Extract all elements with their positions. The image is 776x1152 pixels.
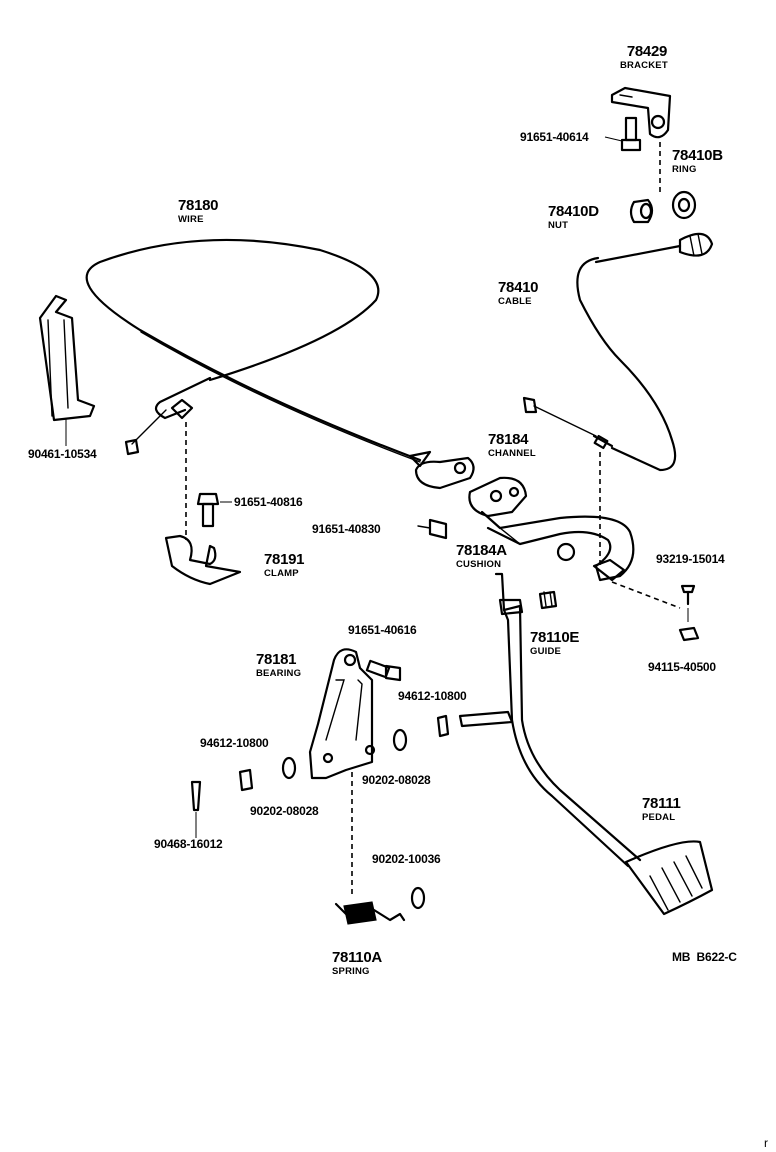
label-93219-15014: 93219-15014: [656, 552, 725, 566]
washer-10800-r-drawing: [436, 714, 450, 738]
part-number: 78191: [264, 551, 305, 568]
bracket-drawing: [610, 86, 672, 139]
bolt-40614-drawing: [604, 116, 642, 152]
label-91651-40816: 91651-40816: [234, 495, 303, 509]
label-78111-pedal: 78111 PEDAL: [642, 796, 681, 823]
label-78110e-guide: 78110E GUIDE: [530, 630, 579, 657]
part-number: 78181: [256, 651, 297, 668]
washer-10036-drawing: [410, 886, 426, 910]
part-name: CHANNEL: [488, 448, 536, 459]
part-number: 78184: [488, 431, 529, 448]
guide-drawing: [538, 590, 558, 610]
label-90461-10534: 90461-10534: [28, 447, 97, 461]
corner-mark: r: [764, 1136, 768, 1150]
label-78110a-spring: 78110A SPRING: [332, 950, 382, 977]
clamp-drawing: [164, 534, 242, 586]
part-number: 78429: [626, 43, 668, 60]
bolt-40816-drawing: [196, 492, 232, 528]
label-78191-clamp: 78191 CLAMP: [264, 551, 305, 579]
label-91651-40830: 91651-40830: [312, 522, 381, 536]
label-94612-10800-right: 94612-10800: [398, 689, 467, 703]
figure-code: MB B622-C: [672, 950, 737, 964]
part-number: 78410B: [672, 147, 723, 164]
part-number: 78110E: [530, 629, 580, 646]
part-name: RING: [672, 164, 697, 175]
holder-10534-drawing: [38, 294, 96, 446]
label-91651-40616: 91651-40616: [348, 623, 417, 637]
part-number: 78110A: [332, 949, 382, 966]
dash-channel-pin: [611, 581, 681, 609]
part-name: PEDAL: [642, 812, 676, 823]
label-90202-08028-left: 90202-08028: [250, 804, 319, 818]
nut-drawing: [629, 198, 654, 224]
pin-15014-drawing: [680, 584, 696, 606]
washer-08028-r-drawing: [392, 728, 408, 752]
label-78429-bracket: 78429 BRACKET: [620, 43, 668, 71]
label-78410b-ring: 78410B RING: [672, 148, 723, 175]
spring-drawing: [334, 901, 406, 925]
label-78184a-cushion: 78184A CUSHION: [456, 543, 507, 570]
part-number: 78184A: [456, 542, 507, 559]
part-number: 78410D: [548, 203, 599, 220]
label-90468-16012: 90468-16012: [154, 837, 223, 851]
bearing-drawing: [308, 648, 376, 780]
part-number: 78111: [642, 795, 681, 812]
washer-10800-l-drawing: [238, 768, 254, 792]
label-94115-40500: 94115-40500: [648, 660, 716, 674]
part-number: 78410: [498, 279, 539, 296]
channel-drawing: [414, 456, 635, 582]
bolt-40830-drawing: [417, 518, 448, 540]
part-name: NUT: [548, 220, 569, 231]
part-number: 78180: [178, 197, 219, 214]
label-78410d-nut: 78410D NUT: [548, 204, 599, 231]
part-name: CLAMP: [264, 568, 299, 579]
part-name: GUIDE: [530, 646, 562, 657]
nut-40500-drawing: [678, 626, 700, 642]
part-name: CUSHION: [456, 559, 502, 570]
label-78181-bearing: 78181 BEARING: [256, 652, 301, 679]
bolt-40616-drawing: [365, 659, 402, 682]
part-name: WIRE: [178, 214, 204, 225]
label-91651-40614: 91651-40614: [520, 130, 589, 144]
label-90202-08028-right: 90202-08028: [362, 773, 431, 787]
part-name: SPRING: [332, 966, 370, 977]
cushion-drawing: [556, 542, 576, 562]
label-78410-cable: 78410 CABLE: [498, 279, 539, 307]
pedal-drawing: [458, 572, 714, 916]
label-94612-10800-left: 94612-10800: [200, 736, 269, 750]
part-name: BRACKET: [620, 60, 668, 71]
ring-drawing: [671, 190, 697, 220]
pin-16012-drawing: [190, 780, 202, 812]
washer-08028-l-drawing: [281, 756, 297, 780]
label-78180-wire: 78180 WIRE: [178, 197, 219, 225]
label-90202-10036: 90202-10036: [372, 852, 441, 866]
part-name: BEARING: [256, 668, 302, 679]
cable-drawing: [522, 232, 714, 472]
label-78184-channel: 78184 CHANNEL: [488, 432, 536, 459]
part-name: CABLE: [498, 296, 532, 307]
wire-drawing: [85, 238, 432, 468]
